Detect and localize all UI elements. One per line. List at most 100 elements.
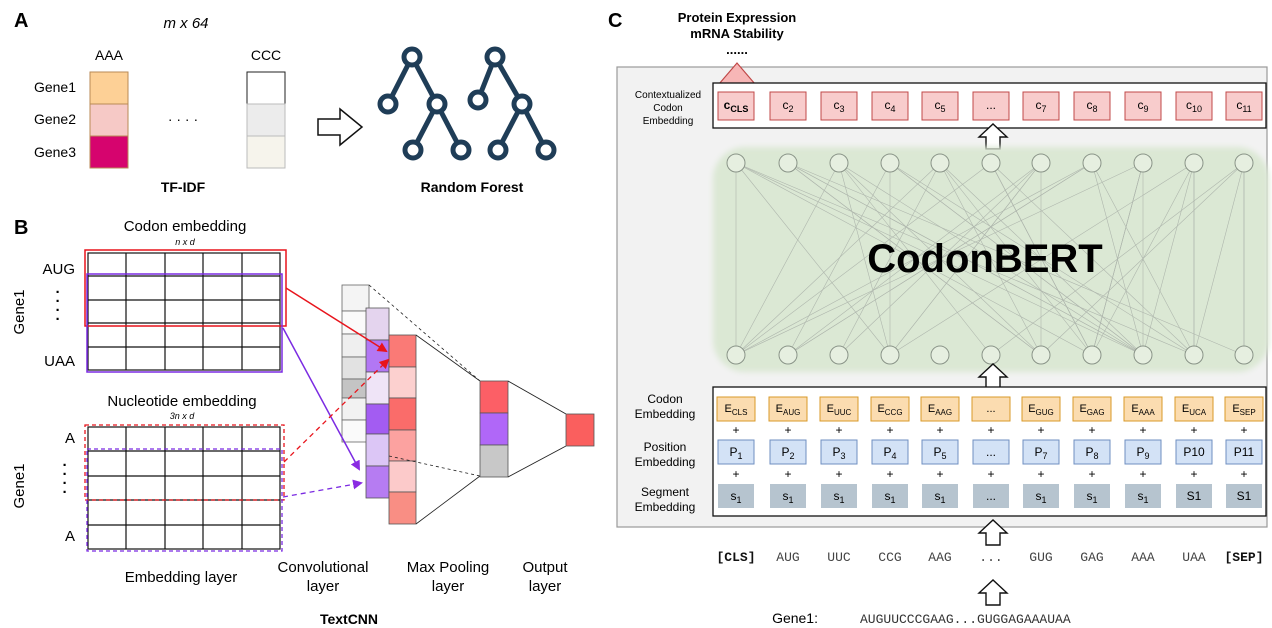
codon-sequence-token: CCG	[878, 550, 901, 565]
codon-embedding-token-label: EUCA	[1182, 403, 1207, 417]
codon-sequence-token: AAG	[928, 550, 951, 565]
codon-sequence-token: AAA	[1131, 550, 1155, 565]
matrix-size-label: m x 64	[163, 15, 208, 32]
position-embedding-token-label: P10	[1183, 445, 1205, 459]
codon-sequence-token: GAG	[1080, 550, 1103, 565]
plus-sign: +	[1190, 423, 1197, 437]
conv-feature-map-back	[341, 284, 370, 443]
network-node-bottom	[981, 345, 1001, 365]
network-edge	[889, 162, 1195, 356]
ctx-token-box	[820, 91, 858, 121]
ctx-token-box	[1124, 91, 1162, 121]
column-label-aaa: AAA	[95, 47, 124, 63]
output-layer-label-1: Output	[522, 559, 568, 576]
codon-window-red	[84, 249, 287, 327]
plus-sign: +	[1139, 467, 1146, 481]
network-node-bottom	[930, 345, 950, 365]
segment-embedding-token-label: s1	[730, 489, 741, 505]
gene-sequence-label: Gene1:	[772, 610, 818, 626]
plus-sign: +	[835, 423, 842, 437]
ctx-token-label: c4	[884, 98, 895, 114]
network-node-top	[1133, 153, 1153, 173]
nucleotide-a-label-top: A	[65, 430, 75, 447]
output-task-protein-expression: Protein Expression	[678, 10, 797, 25]
aug-label: AUG	[42, 261, 75, 278]
codon-embedding-token-label: EAAA	[1131, 403, 1155, 417]
nucleotide-to-conv-arrow-purple	[282, 479, 363, 498]
codon-embedding-token-box	[1021, 396, 1061, 422]
nucleotide-window-red	[84, 424, 285, 501]
ctx-token-box	[717, 91, 755, 121]
pooling-connectors	[368, 284, 481, 525]
tfidf-cell-ccc-3	[246, 135, 286, 169]
ctx-token-label: ...	[986, 98, 996, 112]
codonbert-network-nodes	[726, 153, 1254, 365]
network-node-top	[1184, 153, 1204, 173]
network-node-top	[1031, 153, 1051, 173]
nucleotide-embedding-size: 3n x d	[170, 411, 196, 421]
codon-embedding-token-label: ECCG	[877, 403, 902, 417]
network-edge	[735, 162, 992, 356]
plus-sign: +	[987, 467, 994, 481]
plus-sign: +	[1240, 467, 1247, 481]
panel-b-letter: B	[14, 217, 28, 239]
segment-embedding-token-box	[770, 484, 806, 508]
network-edge	[939, 162, 1093, 356]
ctx-token-label: c9	[1137, 98, 1148, 114]
position-embedding-token-box	[717, 439, 755, 465]
ctx-token-label: c7	[1035, 98, 1046, 114]
codon-embedding-token-box	[768, 396, 808, 422]
sequence-to-embed-arrow-icon	[977, 519, 1009, 546]
codon-to-conv-arrow-purple	[282, 327, 360, 471]
segment-embedding-token-label: s1	[833, 489, 844, 505]
gene-to-tokens-arrow-icon	[977, 579, 1009, 606]
ctx-token-box	[1175, 91, 1213, 121]
input-embedding-rows: ECLS+P1+s1EAUG+P2+s1EUUC+P3+s1ECCG+P4+s1…	[716, 396, 1264, 508]
network-node-bottom	[1184, 345, 1204, 365]
position-embedding-token-box	[871, 439, 909, 465]
network-edge	[1193, 162, 1245, 356]
codon-embedding-token-box	[920, 396, 960, 422]
network-node-bottom	[1234, 345, 1254, 365]
network-node-bottom	[1133, 345, 1153, 365]
pool-layer-label-2: layer	[432, 578, 465, 595]
segment-embedding-token-box	[1074, 484, 1110, 508]
plus-sign: +	[1037, 423, 1044, 437]
position-embedding-token-label: P1	[729, 445, 742, 461]
panel-c-letter: C	[608, 10, 622, 32]
segment-embedding-token-label: s1	[934, 489, 945, 505]
tfidf-cell-ccc-2	[246, 103, 286, 137]
gene3-label: Gene3	[34, 144, 76, 160]
panel-a: A m x 64 AAA CCC Gene1 Gene2 Gene3 · · ·…	[14, 10, 557, 195]
network-edge	[735, 162, 1093, 356]
plus-sign: +	[886, 467, 893, 481]
codon-embedding-token-label: EAUG	[776, 403, 801, 417]
codon-embedding-token-label: EUUC	[827, 403, 852, 417]
network-node-top	[1082, 153, 1102, 173]
matrix-ellipsis: · · · ·	[168, 111, 198, 127]
plus-sign: +	[784, 423, 791, 437]
network-node-top	[1234, 153, 1254, 173]
position-embedding-token-label: P4	[883, 445, 896, 461]
codon-embedding-token-label: EAAG	[928, 403, 952, 417]
plus-sign: +	[1088, 423, 1095, 437]
plus-sign: +	[732, 423, 739, 437]
output-task-mrna-stability: mRNA Stability	[690, 26, 784, 41]
segment-embedding-token-box	[973, 484, 1009, 508]
segment-embedding-token-box	[718, 484, 754, 508]
network-edge	[990, 162, 1195, 356]
random-forest-label: Random Forest	[421, 179, 524, 195]
output-node	[565, 413, 595, 447]
network-edge	[889, 162, 1144, 356]
position-embedding-token-label: P7	[1034, 445, 1047, 461]
segment-embedding-token-label: s1	[1086, 489, 1097, 505]
position-embedding-token-label: P5	[933, 445, 946, 461]
codon-to-conv-arrow-red	[285, 287, 388, 353]
codon-sequence-token: GUG	[1029, 550, 1052, 565]
network-edge	[939, 162, 1042, 356]
codon-embedding-token-box	[1224, 396, 1264, 422]
codon-embedding-grid	[87, 252, 281, 371]
ctx-token-box	[769, 91, 807, 121]
